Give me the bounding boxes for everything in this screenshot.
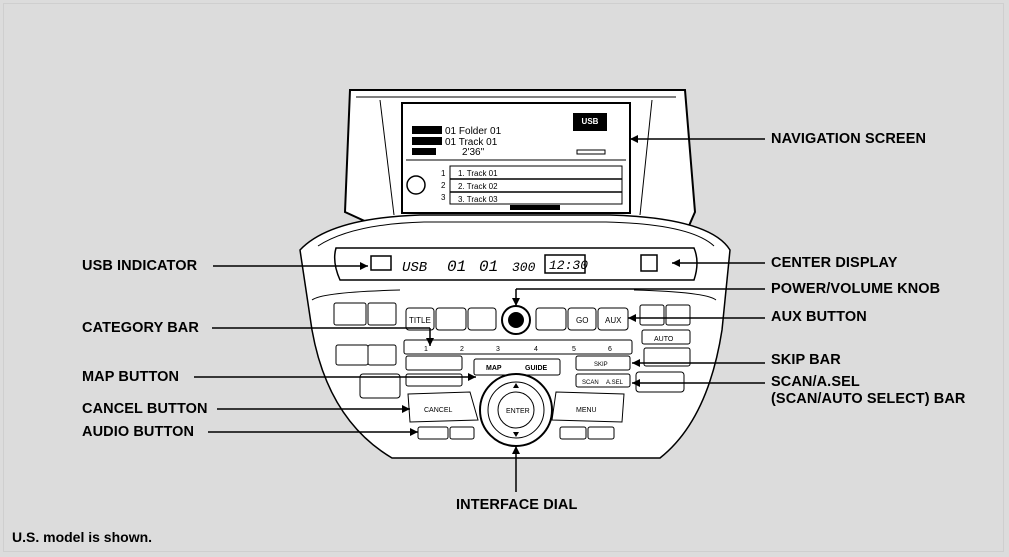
cancel-button-label: CANCEL (424, 407, 453, 414)
model-note: U.S. model is shown. (12, 529, 153, 545)
cancel-menu-buttons: CANCEL MENU (407, 391, 625, 423)
navigation-screen: USB 01 Folder 01 01 Track 01 2'36" 1 2 3… (401, 102, 631, 214)
right-button-cluster: AUTO (633, 289, 717, 393)
go-button-label: GO (576, 316, 588, 325)
preset-1-label: 1 (424, 346, 428, 353)
map-button-label: MAP (486, 365, 502, 372)
nav-disc-icon (406, 175, 426, 195)
callout-aux-button: AUX BUTTON (771, 309, 867, 325)
preset-6-label: 6 (608, 346, 612, 353)
nav-preset-2: 2 (441, 181, 446, 190)
aux-button-label: AUX (605, 316, 622, 325)
nav-track-item-3: 3. Track 03 (458, 195, 498, 204)
nav-time-line: 2'36" (462, 147, 485, 158)
skip-scan-bars: SKIP SCAN A.SEL (575, 355, 631, 388)
display-usb-icon (370, 255, 392, 271)
top-button-row: TITLE GO AUX (405, 307, 629, 331)
leader-lines (194, 138, 765, 492)
callout-audio-button: AUDIO BUTTON (82, 424, 195, 440)
power-volume-knob (501, 305, 531, 335)
figure-frame (3, 3, 1004, 552)
auto-button-label: AUTO (654, 336, 674, 343)
skip-bar-label: SKIP (594, 362, 608, 368)
left-button-cluster (311, 289, 401, 399)
map-guide-strip: MAP GUIDE (473, 358, 561, 376)
nav-usb-badge: USB (582, 117, 599, 126)
nav-folder-line: 01 Folder 01 (445, 126, 502, 137)
title-button-label: TITLE (409, 316, 431, 325)
callout-skip-bar: SKIP BAR (771, 352, 841, 368)
display-time-b: 12:30 (549, 258, 588, 273)
leader-arrowheads (360, 135, 680, 454)
callout-navigation-screen: NAVIGATION SCREEN (771, 131, 927, 147)
nav-track-item-2: 2. Track 02 (458, 182, 498, 191)
interface-dial: ENTER (479, 373, 553, 447)
scan-bar-label: SCAN (582, 380, 599, 386)
preset-5-label: 5 (572, 346, 576, 353)
display-time-a: 300 (512, 260, 536, 275)
usb-badge-box (573, 113, 607, 131)
callout-scan-asel-line1: SCAN/A.SEL (771, 374, 860, 390)
display-track: 01 (479, 258, 498, 276)
display-folder: 01 (447, 258, 466, 276)
callout-category-bar: CATEGORY BAR (82, 320, 199, 336)
asel-bar-label: A.SEL (606, 380, 624, 386)
preset-2-label: 2 (460, 346, 464, 353)
callout-power-volume-knob: POWER/VOLUME KNOB (771, 281, 941, 297)
menu-button-label: MENU (576, 407, 597, 414)
enter-label: ENTER (506, 408, 530, 415)
display-status-icon (640, 254, 658, 272)
nav-preset-1: 1 (441, 169, 446, 178)
callout-usb-indicator: USB INDICATOR (82, 258, 198, 274)
nav-preset-3: 3 (441, 193, 446, 202)
nav-track-item-1: 1. Track 01 (458, 169, 498, 178)
guide-button-label: GUIDE (525, 365, 548, 372)
preset-3-label: 3 (496, 346, 500, 353)
nav-track-line: 01 Track 01 (445, 137, 498, 148)
display-mode: USB (402, 260, 427, 276)
callout-center-display: CENTER DISPLAY (771, 255, 898, 271)
preset-4-label: 4 (534, 346, 538, 353)
callout-scan-asel-line2: (SCAN/AUTO SELECT) BAR (771, 391, 966, 407)
callout-interface-dial: INTERFACE DIAL (456, 497, 578, 513)
bottom-audio-buttons (417, 426, 615, 440)
center-display: USB 01 01 300 12:30 (333, 247, 698, 281)
callout-map-button: MAP BUTTON (82, 369, 180, 385)
callout-cancel-button: CANCEL BUTTON (82, 401, 208, 417)
